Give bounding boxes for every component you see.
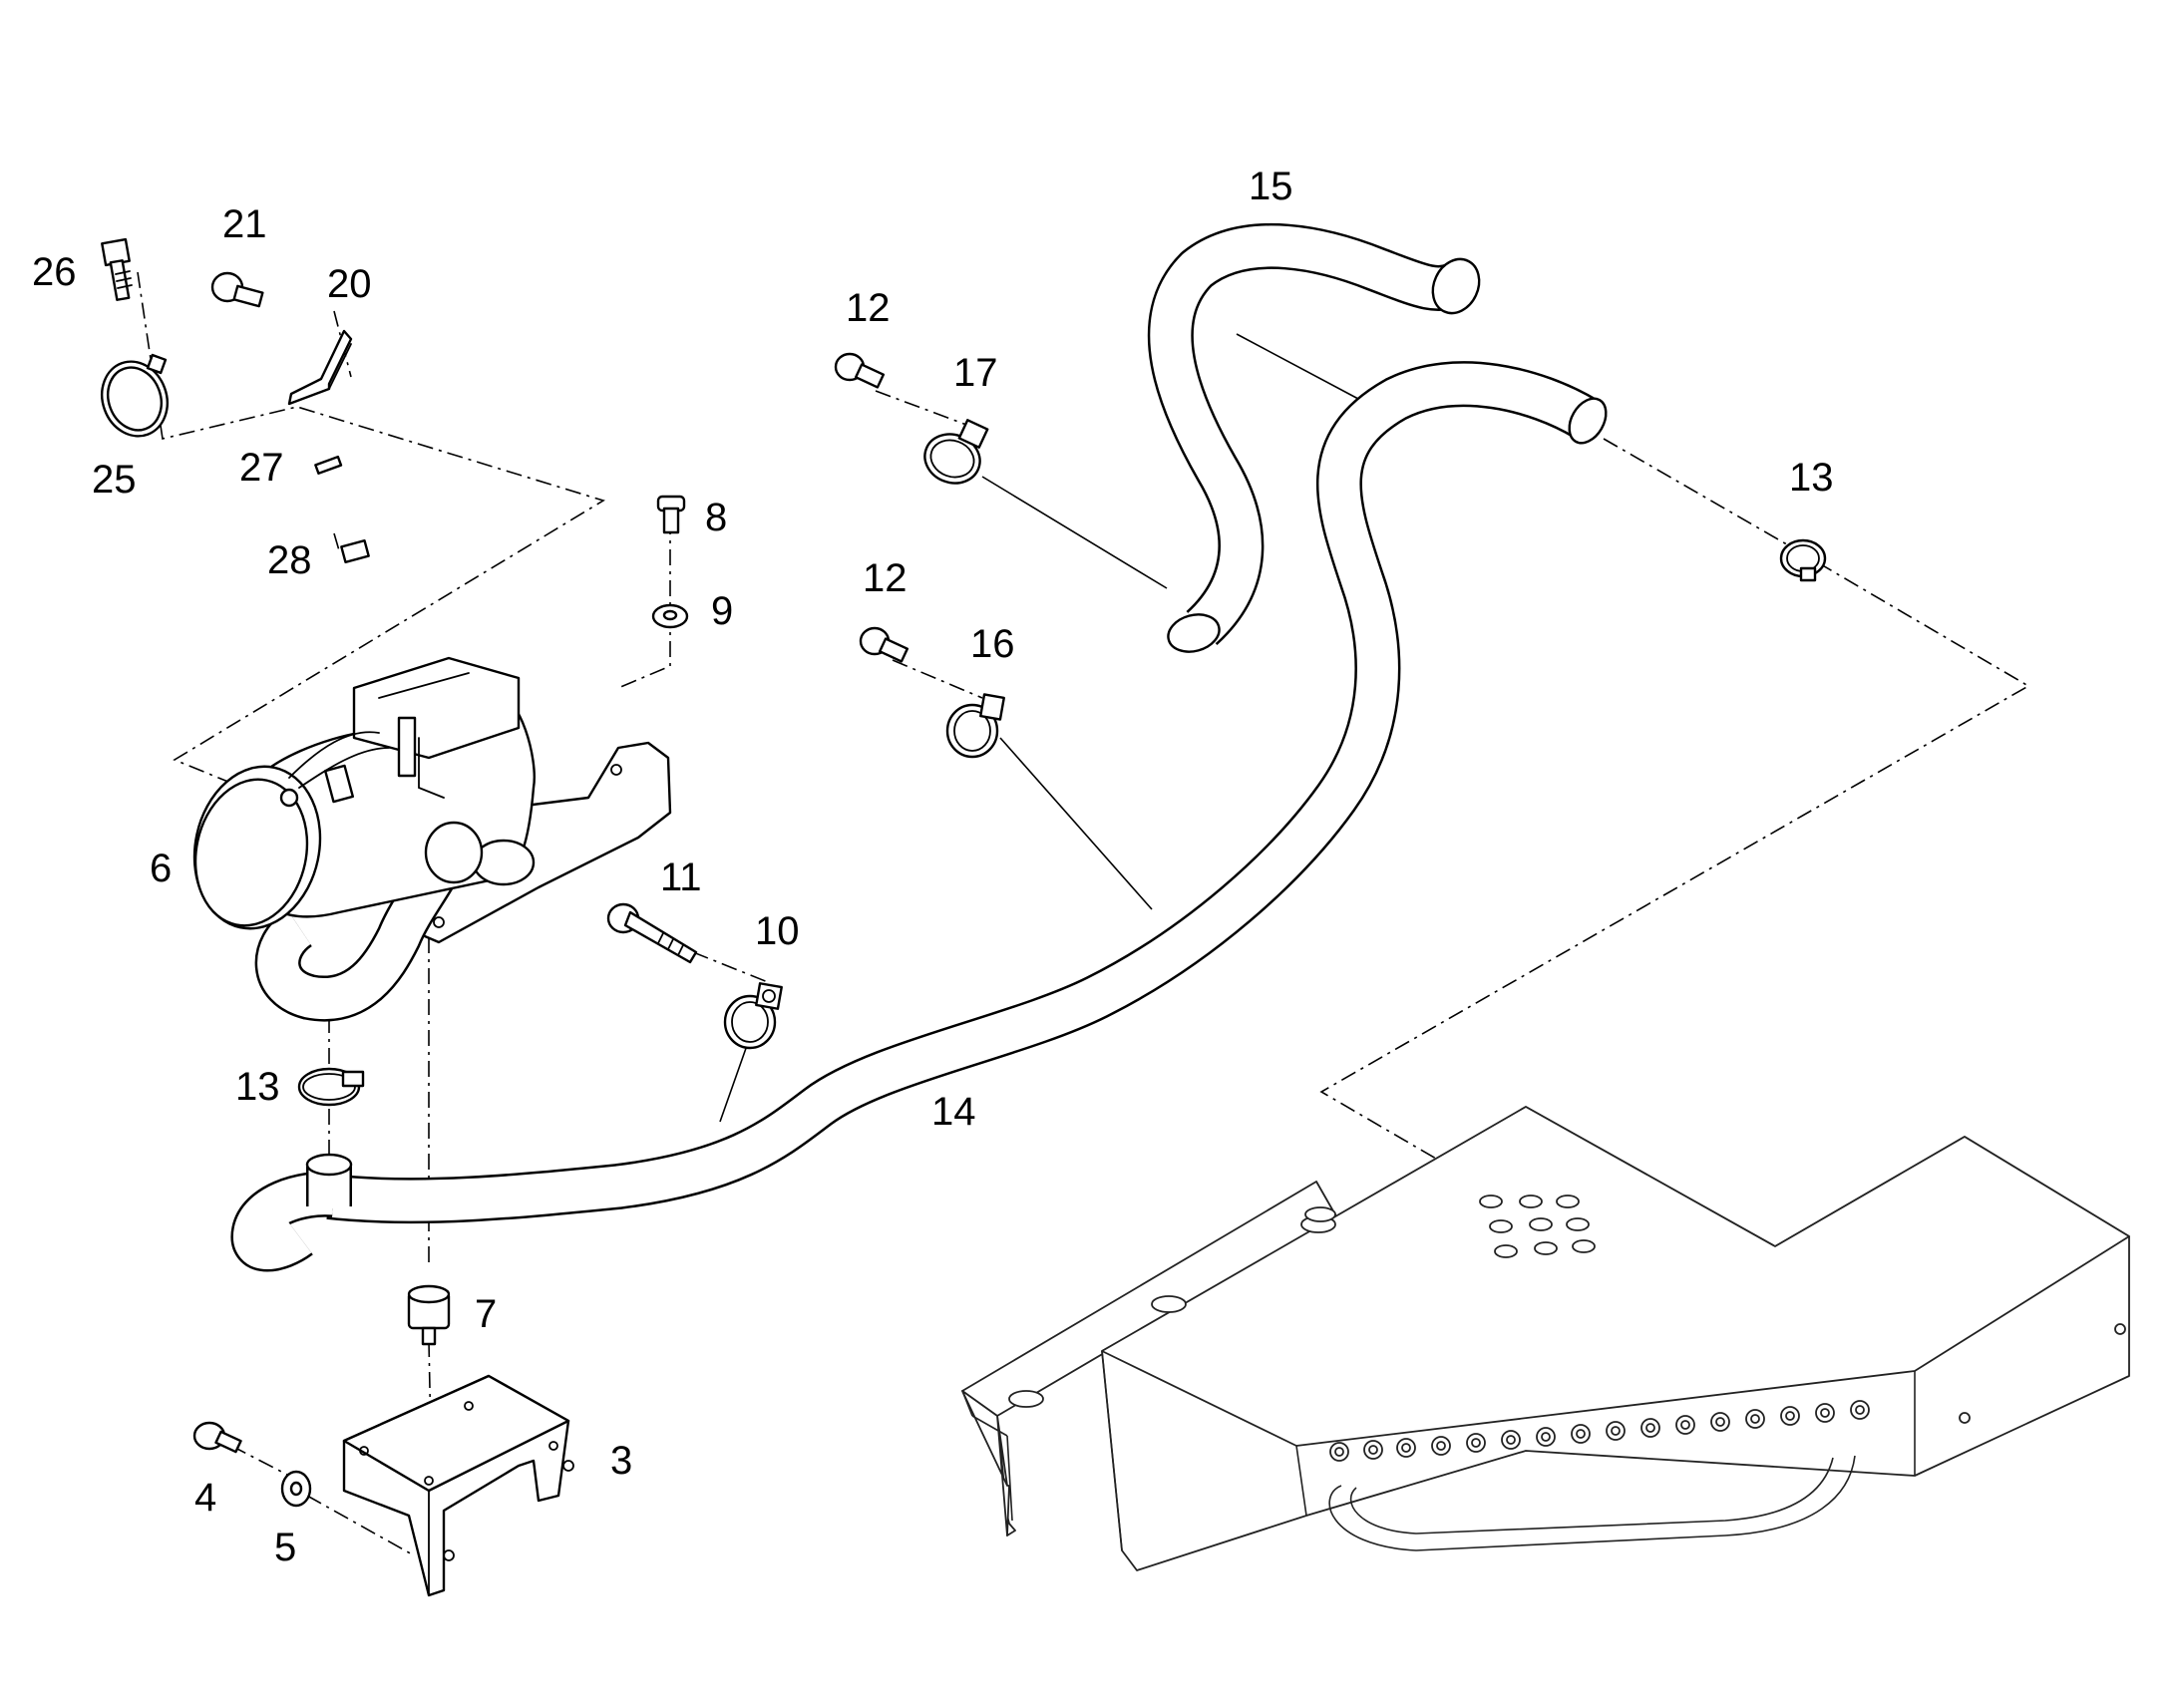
- callout-12-upper: 12: [846, 286, 891, 330]
- hose-clamp-13-left: [297, 1067, 365, 1107]
- bracket-20: [287, 329, 353, 406]
- nut-28: [340, 538, 370, 564]
- callout-11: 11: [660, 855, 702, 899]
- nut-cluster: [1479, 1195, 1596, 1258]
- bolt-12-lower: [859, 626, 909, 663]
- coolant-hose-15: [1147, 222, 1481, 653]
- callout-4: 4: [194, 1476, 216, 1520]
- rubber-mount-7: [407, 1284, 451, 1346]
- mounting-bracket-3: [342, 1374, 574, 1597]
- strap-clamp-25: [101, 353, 169, 438]
- vehicle-frame: [961, 1106, 2130, 1571]
- p-clamp-10: [723, 982, 783, 1050]
- rivet-row: [1329, 1400, 1870, 1462]
- callout-9: 9: [711, 589, 733, 633]
- callout-labels: 26 21 20 25 27 28 8 9 6 11 10 13 7 4 5 3…: [32, 165, 1834, 1569]
- callout-8: 8: [705, 496, 727, 539]
- callout-16: 16: [970, 622, 1015, 666]
- callout-21: 21: [222, 202, 267, 246]
- p-clamp-17: [923, 419, 989, 485]
- spring-27: [314, 455, 343, 476]
- bolt-12-upper: [834, 352, 886, 389]
- callout-26: 26: [32, 250, 77, 294]
- callout-28: 28: [267, 538, 312, 582]
- callout-15: 15: [1249, 165, 1293, 208]
- callout-20: 20: [327, 262, 372, 306]
- callout-10: 10: [755, 909, 800, 953]
- callout-5: 5: [274, 1526, 296, 1569]
- leader-lines: [719, 333, 1359, 1123]
- callout-7: 7: [475, 1292, 497, 1336]
- heater-unit-6: [192, 656, 672, 1022]
- callout-13-left: 13: [235, 1065, 280, 1109]
- hose-clamp-13-right: [1779, 538, 1827, 582]
- callout-27: 27: [239, 446, 284, 490]
- callout-12-lower: 12: [863, 556, 908, 600]
- bolt-11: [606, 902, 698, 964]
- bolt-21: [210, 271, 264, 308]
- bolt-26: [101, 237, 133, 301]
- bolt-8: [656, 495, 686, 534]
- washer-5: [280, 1470, 312, 1508]
- coolant-hose-14: [230, 361, 1608, 1272]
- callout-6: 6: [150, 847, 172, 890]
- callout-14: 14: [931, 1090, 976, 1134]
- callout-13-right: 13: [1789, 456, 1834, 500]
- washer-9: [651, 603, 689, 629]
- callout-17: 17: [953, 351, 998, 395]
- p-clamp-16: [945, 693, 1005, 759]
- bolt-4: [192, 1421, 242, 1454]
- callout-3: 3: [610, 1439, 632, 1483]
- callout-25: 25: [92, 458, 137, 502]
